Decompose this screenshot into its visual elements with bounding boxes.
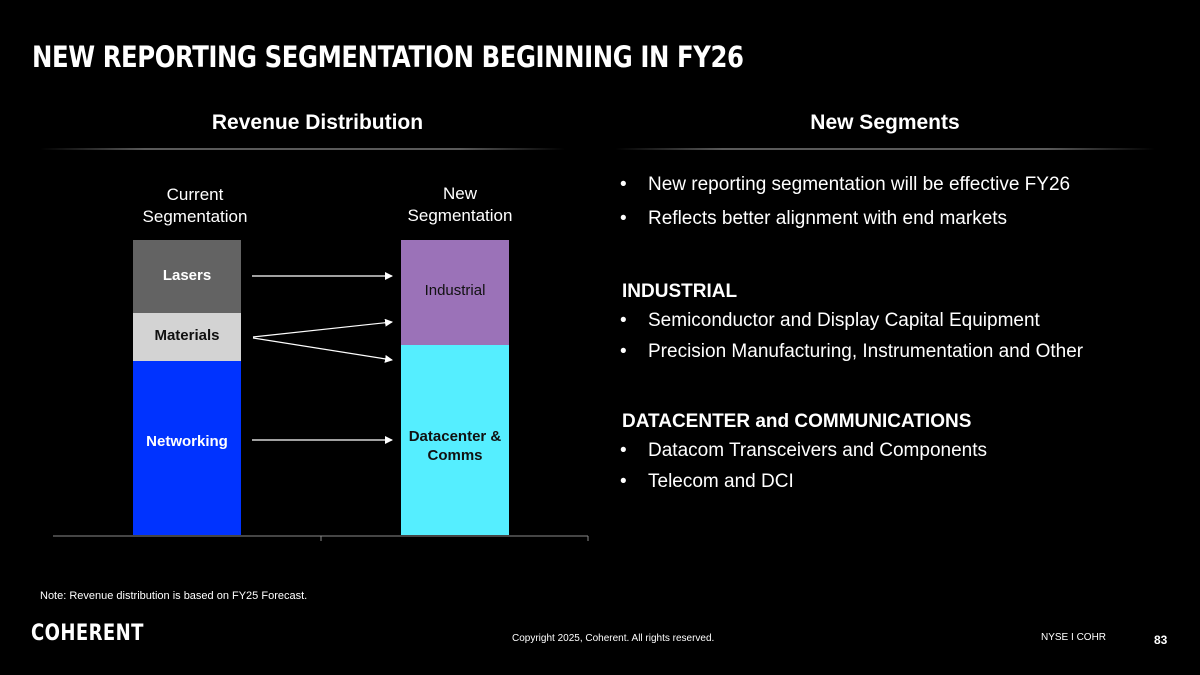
slide-title: NEW REPORTING SEGMENTATION BEGINNING IN … [32, 40, 744, 74]
bullet-text: Telecom and DCI [648, 471, 794, 492]
mapping-arrows [53, 272, 589, 541]
coherent-logo: COHERENT [31, 620, 169, 646]
segment-datacenter-label: Datacenter & Comms [408, 428, 502, 464]
industrial-heading: INDUSTRIAL [622, 281, 738, 302]
footnote: Note: Revenue distribution is based on F… [40, 590, 308, 602]
bullet-item: •Semiconductor and Display Capital Equip… [620, 310, 1040, 331]
bullet-item: •Datacom Transceivers and Components [620, 440, 987, 461]
new-segments-heading: New Segments [810, 111, 960, 134]
bullet-text: New reporting segmentation will be effec… [648, 174, 1071, 195]
segment-networking-label: Networking [146, 433, 228, 450]
arrow-materials-to-datacenter [252, 337, 393, 363]
current-segmentation-bar: Lasers Materials Networking [133, 240, 241, 535]
arrow-materials-to-industrial [252, 318, 393, 338]
page-number: 83 [1154, 633, 1168, 647]
ticker: NYSE I COHR [1041, 632, 1107, 643]
datacenter-heading: DATACENTER and COMMUNICATIONS [622, 411, 972, 432]
left-divider [40, 148, 565, 150]
bullet-text: Semiconductor and Display Capital Equipm… [648, 310, 1040, 331]
bullet-item: •New reporting segmentation will be effe… [620, 174, 1071, 195]
segment-datacenter-comms: Datacenter & Comms [401, 345, 509, 535]
right-divider [615, 148, 1155, 150]
segment-industrial: Industrial [401, 240, 509, 345]
segment-lasers-label: Lasers [162, 267, 212, 284]
revenue-distribution-heading: Revenue Distribution [211, 111, 424, 134]
current-segmentation-label: Current Segmentation [142, 185, 248, 226]
bullet-item: •Precision Manufacturing, Instrumentatio… [620, 341, 1084, 362]
bullet-item: •Telecom and DCI [620, 471, 794, 492]
segment-networking: Networking [133, 361, 241, 535]
segment-lasers: Lasers [133, 240, 241, 313]
bullet-item: •Reflects better alignment with end mark… [620, 208, 1008, 229]
logo-text: COHERENT [31, 620, 144, 646]
segment-materials: Materials [133, 313, 241, 361]
new-segmentation-label: New Segmentation [407, 184, 513, 225]
new-segmentation-bar: Industrial Datacenter & Comms [401, 240, 509, 535]
segment-materials-label: Materials [154, 326, 220, 344]
bullet-text: Precision Manufacturing, Instrumentation… [648, 341, 1084, 362]
segment-industrial-label: Industrial [424, 282, 486, 299]
bullet-text: Reflects better alignment with end marke… [648, 208, 1008, 229]
bullet-text: Datacom Transceivers and Components [648, 440, 987, 461]
copyright: Copyright 2025, Coherent. All rights res… [512, 633, 715, 644]
